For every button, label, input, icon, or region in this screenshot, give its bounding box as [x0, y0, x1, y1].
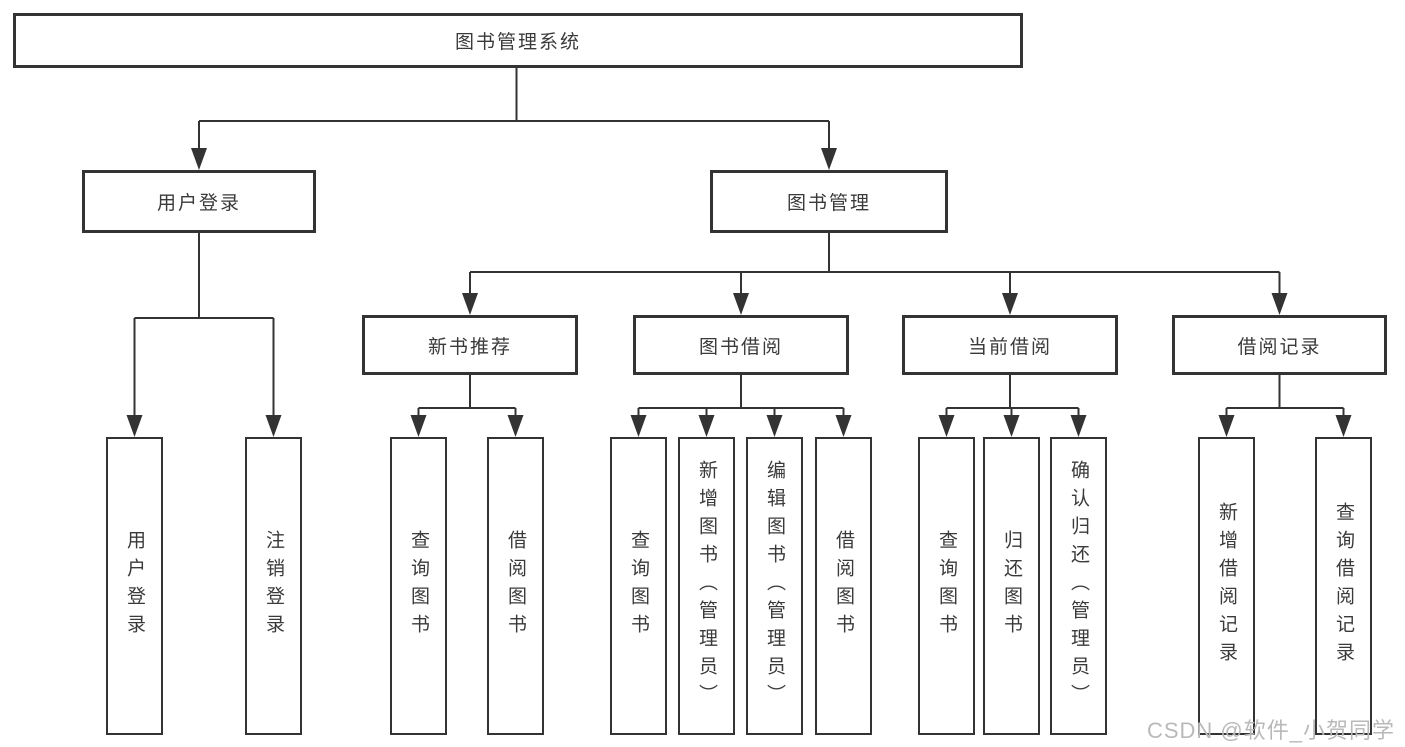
connector-root-to-level2 — [191, 68, 837, 170]
leaf-recommend-query-books: 查询图书 — [390, 437, 447, 735]
node-new-book-recommend: 新书推荐 — [362, 315, 578, 375]
leaf-return-books: 归还图书 — [983, 437, 1040, 735]
connector-current-borrow-to-leaves — [938, 375, 1087, 437]
node-book-management: 图书管理 — [710, 170, 948, 233]
node-current-borrow: 当前借阅 — [902, 315, 1118, 375]
leaf-edit-books-admin: 编辑图书（管理员） — [746, 437, 803, 735]
leaf-current-query-books: 查询图书 — [918, 437, 975, 735]
node-root-system: 图书管理系统 — [13, 13, 1023, 68]
leaf-recommend-borrow-books: 借阅图书 — [487, 437, 544, 735]
node-user-login: 用户登录 — [82, 170, 316, 233]
leaf-logout: 注销登录 — [245, 437, 302, 735]
connector-user-login-to-leaves — [126, 233, 282, 437]
leaf-confirm-return-admin: 确认归还（管理员） — [1050, 437, 1107, 735]
leaf-borrow-query-books: 查询图书 — [610, 437, 667, 735]
node-book-borrow: 图书借阅 — [633, 315, 849, 375]
leaf-add-books-admin: 新增图书（管理员） — [678, 437, 735, 735]
csdn-watermark: CSDN @软件_小贺同学 — [1146, 718, 1395, 743]
connector-book-management-to-level3 — [462, 233, 1288, 315]
node-borrow-records: 借阅记录 — [1172, 315, 1387, 375]
connector-new-book-recommend-to-leaves — [410, 375, 524, 437]
leaf-query-borrow-record: 查询借阅记录 — [1315, 437, 1372, 735]
leaf-borrow-books: 借阅图书 — [815, 437, 872, 735]
connector-borrow-records-to-leaves — [1218, 375, 1352, 437]
leaf-add-borrow-record: 新增借阅记录 — [1198, 437, 1255, 735]
connector-book-borrow-to-leaves — [630, 375, 852, 437]
leaf-user-login: 用户登录 — [106, 437, 163, 735]
